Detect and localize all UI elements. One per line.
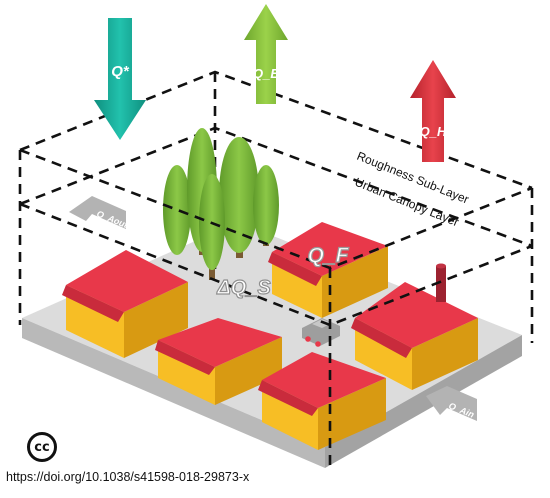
q-e-label: Q_E: [253, 66, 279, 81]
house-left: [62, 250, 188, 358]
house-front-right: [258, 352, 386, 450]
layer-box-back: [19, 70, 533, 275]
house-center: [268, 222, 388, 318]
q-h-label: Q_H: [420, 124, 447, 139]
q-star-label: Q*: [111, 63, 130, 80]
house-front-middle: [155, 318, 282, 405]
q-a-out-arrow: Q_Aout: [69, 196, 130, 230]
creative-commons-icon: cc: [27, 432, 57, 462]
doi-link[interactable]: https://doi.org/10.1038/s41598-018-29873…: [6, 470, 250, 484]
q-e-arrow: Q_E: [244, 4, 288, 104]
layer-box-front: [18, 148, 534, 468]
house-right: [351, 263, 478, 390]
delta-q-s-label: ΔQ_S: [216, 277, 271, 299]
q-f-label: Q_F: [308, 244, 350, 267]
tree-group: [163, 128, 279, 280]
q-h-arrow: Q_H: [410, 60, 456, 162]
q-star-arrow: Q*: [94, 18, 146, 140]
